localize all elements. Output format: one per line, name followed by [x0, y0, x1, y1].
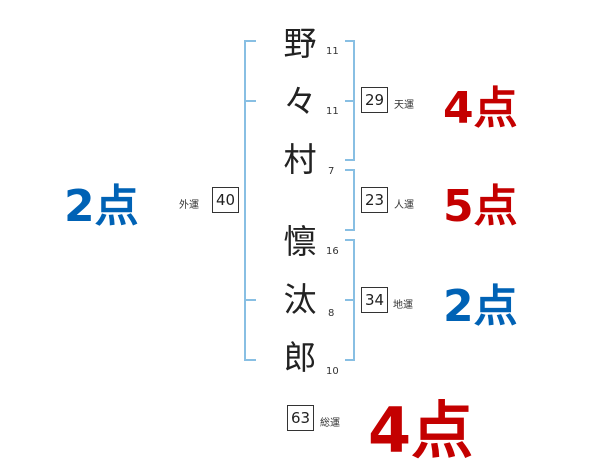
name-char-5: 汰 [283, 280, 317, 319]
earth-value: 34 [361, 287, 388, 313]
person-bracket [353, 169, 355, 231]
stroke-count-4: 16 [326, 246, 339, 257]
stroke-count-1: 11 [326, 46, 339, 57]
person-label: 人運 [394, 200, 414, 211]
total-value: 63 [287, 405, 314, 431]
heaven-score: 4点 [443, 83, 518, 134]
bracket-tick [345, 40, 355, 42]
stroke-count-6: 10 [326, 366, 339, 377]
person-score: 5点 [443, 181, 518, 232]
total-label: 総運 [320, 418, 340, 429]
bracket-tick [244, 100, 256, 102]
total-score: 4点 [368, 394, 474, 467]
name-char-3: 村 [283, 140, 317, 179]
bracket-tick [345, 100, 355, 102]
stroke-count-5: 8 [328, 308, 335, 319]
outer-value: 40 [212, 187, 239, 213]
bracket-tick [345, 359, 355, 361]
heaven-value: 29 [361, 87, 388, 113]
bracket-tick [345, 229, 355, 231]
person-value: 23 [361, 187, 388, 213]
heaven-label: 天運 [394, 100, 414, 111]
outer-bracket [244, 40, 246, 360]
bracket-tick [345, 239, 355, 241]
bracket-tick [244, 40, 256, 42]
bracket-tick [345, 159, 355, 161]
name-char-4: 懔 [283, 222, 317, 261]
bracket-tick [345, 169, 355, 171]
name-char-1: 野 [283, 24, 317, 63]
outer-label: 外運 [179, 200, 199, 211]
bracket-tick [345, 299, 355, 301]
bracket-tick [244, 299, 256, 301]
name-char-2: 々 [283, 82, 317, 121]
outer-score: 2点 [64, 181, 139, 232]
stroke-count-2: 11 [326, 106, 339, 117]
earth-score: 2点 [443, 281, 518, 332]
bracket-tick [244, 359, 256, 361]
earth-label: 地運 [393, 300, 413, 311]
stroke-count-3: 7 [328, 166, 335, 177]
name-char-6: 郎 [283, 338, 317, 377]
